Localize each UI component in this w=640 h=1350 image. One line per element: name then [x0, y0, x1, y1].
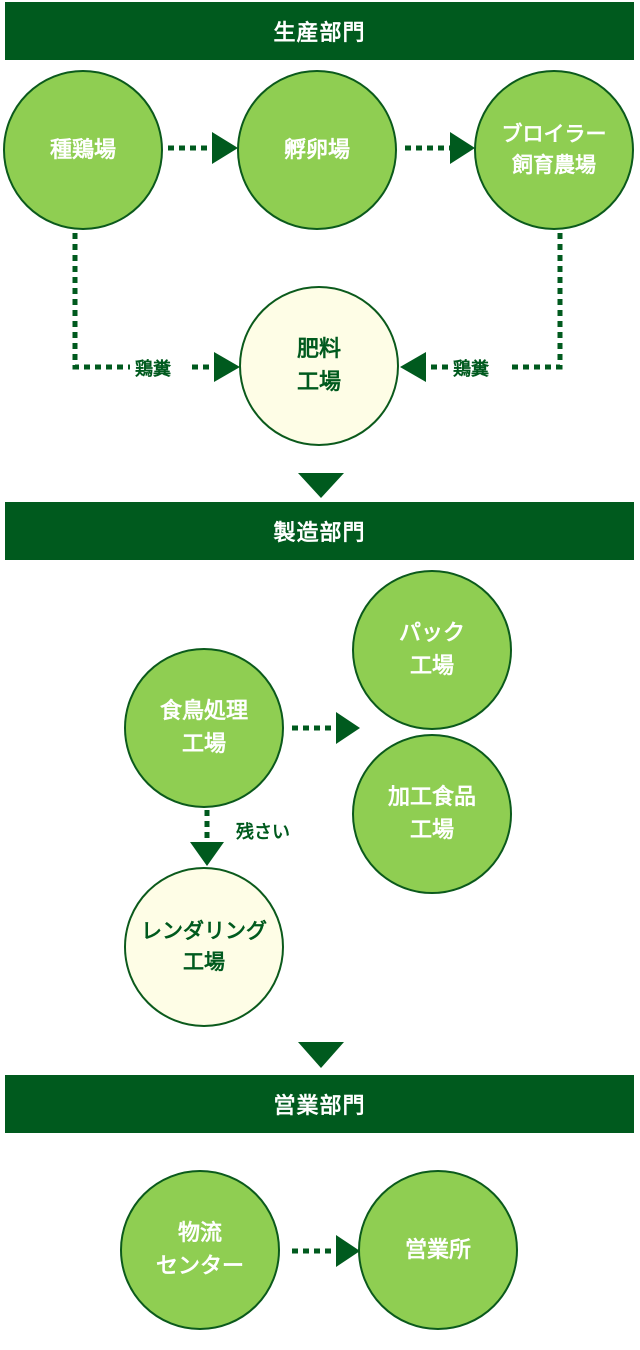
node-food-processing-plant: 加工食品 工場: [352, 734, 512, 894]
edge-label-manure-right: 鶏糞: [449, 355, 493, 381]
section-arrow: [298, 1042, 344, 1068]
edge-breeder-to-fertilizer: [72, 233, 130, 370]
arrowhead: [336, 712, 360, 744]
node-breeder-farm: 種鶏場: [3, 70, 163, 230]
node-logistics-center: 物流 センター: [120, 1170, 280, 1330]
arrowhead: [336, 1235, 360, 1267]
section-banner-manufacturing: 製造部門: [5, 502, 634, 560]
section-banner-production: 生産部門: [5, 2, 634, 60]
node-hatchery: 孵卵場: [237, 70, 397, 230]
edge-broiler-to-fertilizer: [508, 233, 563, 370]
node-rendering-plant: レンダリング 工場: [124, 867, 284, 1027]
node-pack-plant: パック 工場: [352, 570, 512, 730]
section-banner-sales: 営業部門: [5, 1075, 634, 1133]
node-broiler-farm: ブロイラー 飼育農場: [474, 70, 634, 230]
node-processing-plant: 食鳥処理 工場: [124, 648, 284, 808]
arrowhead: [400, 352, 426, 382]
arrowhead: [212, 132, 238, 164]
edge-label-residue: 残さい: [232, 818, 294, 844]
node-fertilizer-plant: 肥料 工場: [239, 286, 399, 446]
node-sales-office: 営業所: [358, 1170, 518, 1330]
section-arrow: [298, 473, 344, 498]
arrowhead: [214, 352, 240, 382]
arrowhead: [190, 842, 224, 866]
edge-label-manure-left: 鶏糞: [131, 355, 175, 381]
arrowhead: [450, 132, 475, 164]
